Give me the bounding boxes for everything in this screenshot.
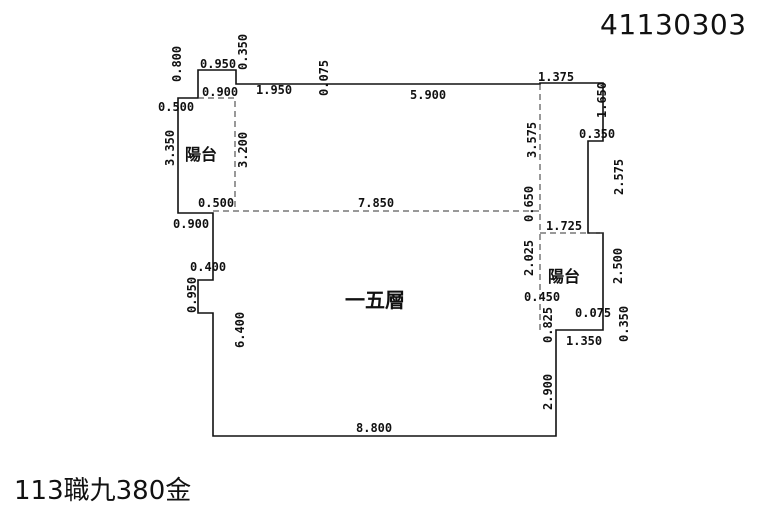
dim-label: 2.025 (522, 240, 536, 276)
dim-label: 2.900 (541, 374, 555, 410)
dim-label: 0.350 (579, 127, 615, 141)
dim-label: 3.200 (236, 132, 250, 168)
dim-label: 0.500 (158, 100, 194, 114)
dim-label: 0.800 (170, 46, 184, 82)
balcony-left-label: 陽台 (185, 145, 217, 164)
dim-label: 0.900 (202, 85, 238, 99)
dim-label: 0.350 (617, 306, 631, 342)
dim-label: 0.500 (198, 196, 234, 210)
document-code: 41130303 (600, 8, 747, 41)
dim-label: 0.400 (190, 260, 226, 274)
dim-label: 1.725 (546, 219, 582, 233)
dim-label: 1.950 (256, 83, 292, 97)
dim-label: 1.350 (566, 334, 602, 348)
dim-label: 7.850 (358, 196, 394, 210)
outer-wall (177, 69, 604, 437)
dim-label: 0.075 (575, 306, 611, 320)
dim-label: 0.650 (522, 186, 536, 222)
dim-label: 0.900 (173, 217, 209, 231)
dim-label: 2.500 (611, 248, 625, 284)
dim-label: 0.950 (185, 277, 199, 313)
document-caption: 113職九380金 (14, 476, 192, 506)
balcony-right-label: 陽台 (548, 267, 580, 286)
dim-label: 2.575 (612, 159, 626, 195)
floor-label: 一五層 (345, 288, 405, 312)
dim-label: 5.900 (410, 88, 446, 102)
dim-label: 8.800 (356, 421, 392, 435)
dim-label: 0.450 (524, 290, 560, 304)
dim-label: 0.075 (317, 60, 331, 96)
dim-label: 0.950 (200, 57, 236, 71)
dim-label: 3.575 (525, 122, 539, 158)
dim-label: 0.350 (236, 34, 250, 70)
dim-label: 1.375 (538, 70, 574, 84)
dim-label: 1.650 (595, 82, 609, 118)
balcony-left-outline (198, 97, 236, 211)
dim-label: 6.400 (233, 312, 247, 348)
dim-label: 3.350 (163, 130, 177, 166)
dim-label: 0.825 (541, 307, 555, 343)
